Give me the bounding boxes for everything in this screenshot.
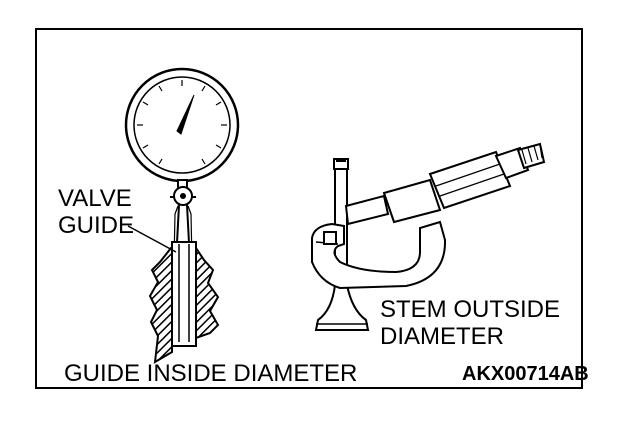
valve-guide-label-line1: VALVE xyxy=(58,185,132,212)
figure-code-label: AKX00714AB xyxy=(462,363,589,385)
head-section-right xyxy=(195,244,220,340)
micrometer xyxy=(311,142,546,290)
valve-guide-label: VALVE GUIDE xyxy=(58,185,134,239)
valve-guide-bore xyxy=(171,241,197,347)
micrometer-ratchet-knob xyxy=(516,142,546,170)
micrometer-thimble xyxy=(428,150,512,210)
stem-label-line1: STEM OUTSIDE xyxy=(380,296,561,323)
valve-guide-label-line2: GUIDE xyxy=(58,212,135,239)
micrometer-anvil xyxy=(323,231,337,245)
valve-guide-section xyxy=(148,241,220,364)
dial-gauge xyxy=(124,67,240,263)
stem-label-line2: DIAMETER xyxy=(380,323,505,350)
valve-guide-leader xyxy=(127,225,177,253)
micrometer-sleeve xyxy=(382,178,442,224)
valve xyxy=(314,158,370,331)
dial-needle xyxy=(176,94,195,135)
micrometer-spindle xyxy=(344,194,390,226)
figure-frame xyxy=(35,28,583,389)
stem-outside-diameter-label: STEM OUTSIDE DIAMETER xyxy=(380,296,560,350)
head-section-left xyxy=(148,247,173,364)
dial-ticks xyxy=(137,80,227,165)
guide-inside-diameter-label: GUIDE INSIDE DIAMETER xyxy=(64,360,358,387)
micrometer-frame xyxy=(311,220,447,290)
valve-head xyxy=(314,284,370,331)
